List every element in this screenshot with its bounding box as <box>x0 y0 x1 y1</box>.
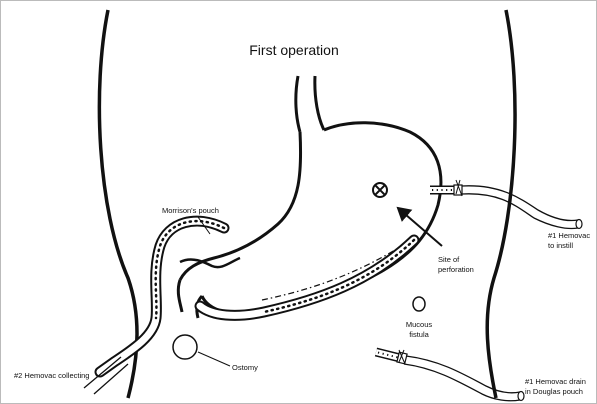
esophagus <box>296 76 300 132</box>
hemovac-collecting-label: #2 Hemovac collecting <box>14 371 89 380</box>
duodenum <box>178 280 182 312</box>
drain-tube-2 <box>100 221 224 372</box>
mucous-fistula-icon <box>413 297 425 311</box>
drain-tube-1-douglas <box>406 356 520 393</box>
tube-end-cap <box>576 220 582 229</box>
stomach <box>202 123 441 314</box>
site-of-perforation-label: Site of <box>438 255 460 264</box>
mucous-fistula-label: Mucous <box>406 320 433 329</box>
hemovac-instill-label: #1 Hemovac <box>548 231 590 240</box>
drain-tube-1-douglas <box>404 364 520 401</box>
page-title: First operation <box>249 42 338 58</box>
perforation-site-icon <box>373 183 387 197</box>
hemovac-drain-label: in Douglas pouch <box>525 387 583 396</box>
esophagus <box>315 76 324 130</box>
abdomen-outline <box>99 10 137 398</box>
hemovac-instill-label: to instill <box>548 241 573 250</box>
ostomy-pointer <box>198 352 230 366</box>
site-of-perforation-label: perforation <box>438 265 474 274</box>
mucous-fistula-label: fistula <box>409 330 429 339</box>
drain-tube-2-external <box>84 357 121 388</box>
hemovac-drain-label: #1 Hemovac drain <box>525 377 586 386</box>
drain-tube-1-instill <box>462 186 578 221</box>
ostomy-icon <box>173 335 197 359</box>
tube-end-cap <box>518 392 524 401</box>
ostomy-label: Ostomy <box>232 363 258 372</box>
morrisons-pouch-label: Morrison's pouch <box>162 206 219 215</box>
